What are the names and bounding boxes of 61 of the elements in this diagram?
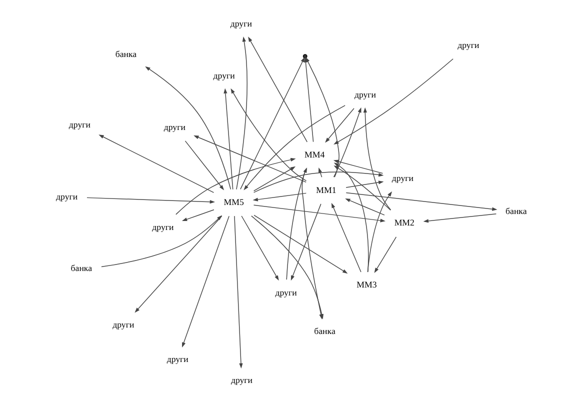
arrow (366, 191, 392, 272)
node-text: MM5 (223, 196, 244, 207)
arrow (345, 180, 384, 188)
arrow (333, 162, 368, 272)
arrow (240, 56, 304, 190)
node-text: MM2 (394, 218, 414, 228)
arrow (344, 198, 384, 216)
node-text: банка (505, 206, 526, 216)
arrow (98, 134, 214, 193)
arrow (230, 88, 306, 182)
arrow (175, 158, 296, 215)
arrow (181, 209, 214, 222)
arrow (252, 192, 306, 202)
node-text: други (166, 354, 188, 364)
arrow (286, 167, 307, 280)
node-text: други (56, 191, 78, 202)
arrow (253, 214, 348, 274)
arrow (193, 135, 306, 183)
arrow (252, 204, 385, 222)
node-text: други (457, 40, 479, 50)
arrow (374, 236, 396, 273)
arrow (422, 214, 496, 223)
node-text: банка (114, 49, 136, 60)
arrow (236, 36, 247, 190)
arrow (243, 105, 345, 190)
arrow (223, 88, 233, 190)
arrow (333, 58, 453, 145)
arrow (333, 165, 390, 210)
arrow (234, 216, 242, 368)
arrow (248, 36, 307, 142)
node-text: други (391, 172, 413, 183)
arrow (252, 166, 296, 192)
arrow (332, 160, 383, 174)
arrow (362, 107, 391, 210)
arrow (330, 202, 361, 272)
arrow (86, 197, 215, 204)
arrow (184, 140, 224, 190)
node-text: MM4 (304, 149, 324, 160)
node-text: други (163, 122, 185, 132)
node-text: други (112, 319, 134, 330)
node-text: други (274, 287, 296, 298)
arrow (182, 216, 229, 348)
arrow (324, 108, 354, 143)
arrow (134, 216, 222, 313)
node-text: банка (314, 326, 335, 336)
arrow (100, 215, 222, 268)
arrow (345, 192, 497, 211)
node-text: MM3 (356, 280, 376, 290)
node-text: други (230, 374, 252, 385)
node-text: други (354, 89, 376, 100)
node-circle (302, 54, 307, 59)
node-text: MM1 (316, 184, 336, 195)
node-text: други (230, 18, 252, 29)
node-text: други (68, 119, 90, 130)
node-text: други (152, 222, 174, 232)
arrow (290, 204, 321, 281)
arrow (332, 107, 361, 178)
arrow (144, 66, 231, 190)
node-text: други (212, 70, 234, 80)
arrow (240, 216, 278, 281)
node-text: банка (70, 263, 92, 274)
